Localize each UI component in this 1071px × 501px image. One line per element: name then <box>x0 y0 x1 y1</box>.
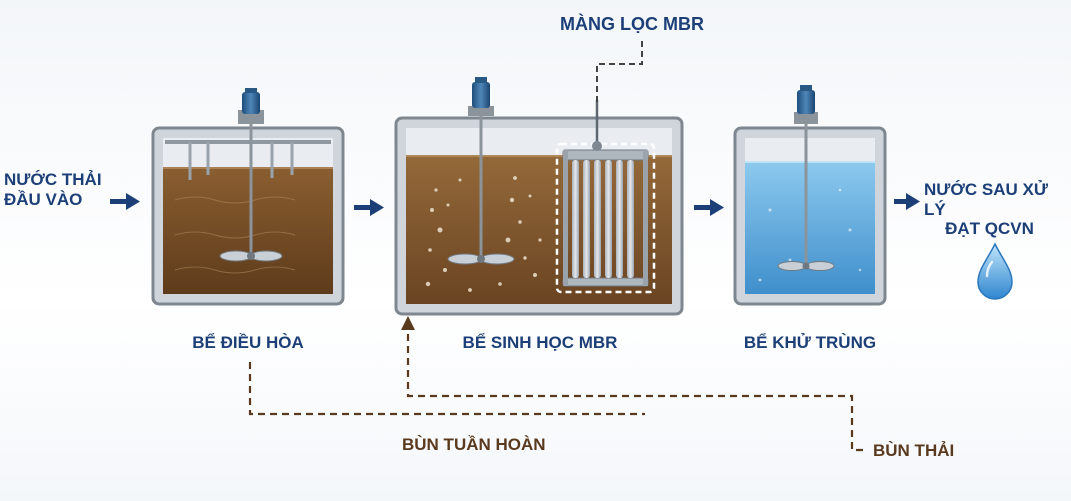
motor-icon <box>794 85 818 124</box>
return-sludge-line <box>248 362 645 416</box>
outlet-label-line1: NƯỚC SAU XỬ LÝ <box>924 180 1048 219</box>
inlet-label-line2: ĐẦU VÀO <box>4 189 83 209</box>
flow-arrows <box>110 193 920 216</box>
outlet-label: NƯỚC SAU XỬ LÝ ĐẠT QCVN <box>924 180 1071 239</box>
motor-icon <box>468 77 494 116</box>
return-sludge-label: BÙN TUẦN HOÀN <box>402 435 546 454</box>
disinfection-tank <box>733 85 887 306</box>
mixer-icon <box>447 253 515 265</box>
equalization-tank <box>151 88 345 306</box>
arrow-right-icon <box>354 199 384 216</box>
membrane-label: MÀNG LỌC MBR <box>560 14 704 34</box>
motor-icon <box>238 88 264 124</box>
waste-sludge-line <box>406 322 864 452</box>
inlet-label: NƯỚC THẢI ĐẦU VÀO <box>4 170 102 209</box>
tank-label-disinfection: BỂ KHỬ TRÙNG <box>743 333 877 352</box>
tank-label-mbr: BỂ SINH HỌC MBR <box>462 333 618 352</box>
membrane-leader-line <box>596 40 643 102</box>
mixer-icon <box>219 250 283 262</box>
outlet-label-line2: ĐẠT QCVN <box>945 219 1034 239</box>
water-drop-icon <box>977 242 1013 300</box>
inlet-label-line1: NƯỚC THẢI <box>4 170 102 189</box>
mixer-icon <box>777 261 835 271</box>
arrow-right-icon <box>694 199 724 216</box>
return-sludge-arrowhead <box>401 316 415 330</box>
mbr-bio-tank <box>394 77 684 316</box>
sludge-lines <box>248 322 864 452</box>
tank-label-equalization: BỂ ĐIỀU HÒA <box>192 333 304 352</box>
arrow-right-icon <box>110 193 140 210</box>
arrow-right-icon <box>894 193 920 210</box>
waste-sludge-label: BÙN THẢI <box>873 441 955 460</box>
membrane-module-icon <box>562 100 649 287</box>
